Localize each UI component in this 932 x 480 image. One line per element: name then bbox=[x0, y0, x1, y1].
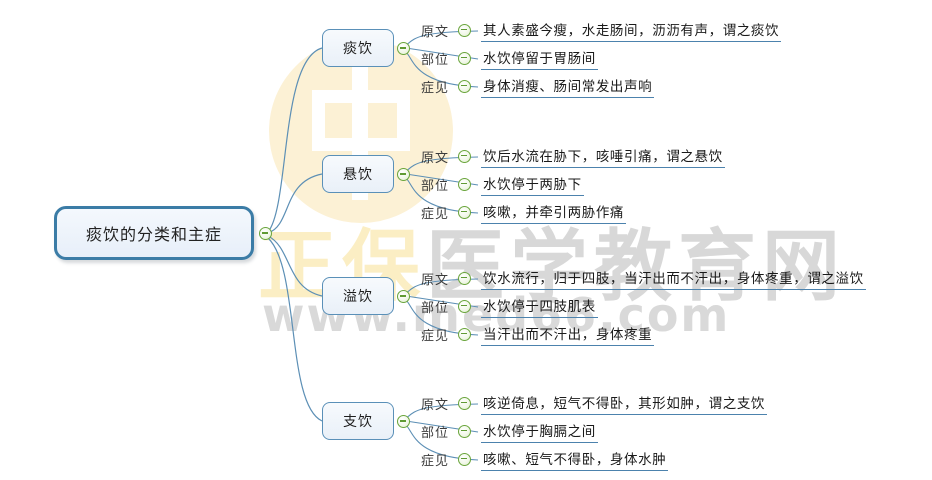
leaf-collapse-icon[interactable] bbox=[458, 299, 472, 313]
root-node[interactable]: 痰饮的分类和主症 bbox=[54, 206, 254, 260]
leaf-collapse-icon[interactable] bbox=[458, 23, 472, 37]
branch-collapse-icon-zhiyin[interactable] bbox=[397, 415, 410, 428]
leaf-row[interactable]: 原文 咳逆倚息，短气不得卧，其形如肿，谓之支饮 bbox=[421, 392, 768, 415]
leaf-label: 症见 bbox=[421, 453, 450, 469]
leaf-label: 部位 bbox=[421, 425, 450, 441]
branch-node-label: 痰饮 bbox=[343, 41, 373, 57]
root-collapse-icon[interactable] bbox=[259, 227, 272, 240]
leaf-row[interactable]: 症见 当汗出而不汗出，身体疼重 bbox=[421, 323, 655, 346]
leaf-row[interactable]: 部位 水饮停留于胃肠间 bbox=[421, 47, 598, 70]
leaf-collapse-icon[interactable] bbox=[458, 452, 472, 466]
leaf-collapse-icon[interactable] bbox=[458, 424, 472, 438]
leaf-text: 饮水流行，归于四肢，当汗出而不汗出，身体疼重，谓之溢饮 bbox=[481, 267, 866, 290]
leaf-label: 部位 bbox=[421, 52, 450, 68]
leaf-label: 原文 bbox=[421, 397, 450, 413]
branch-node-label: 悬饮 bbox=[343, 167, 373, 183]
leaf-text: 饮后水流在胁下，咳唾引痛，谓之悬饮 bbox=[481, 145, 725, 168]
leaf-row[interactable]: 症见 身体消瘦、肠间常发出声响 bbox=[421, 75, 655, 98]
leaf-collapse-icon[interactable] bbox=[458, 51, 472, 65]
branch-node-xuanyin[interactable]: 悬饮 bbox=[322, 155, 394, 193]
leaf-collapse-icon[interactable] bbox=[458, 396, 472, 410]
leaf-text: 水饮停于两胁下 bbox=[481, 173, 584, 196]
leaf-label: 原文 bbox=[421, 24, 450, 40]
leaf-label: 原文 bbox=[421, 272, 450, 288]
leaf-text: 水饮停留于胃肠间 bbox=[481, 47, 598, 70]
leaf-row[interactable]: 部位 水饮停于胸膈之间 bbox=[421, 420, 598, 443]
leaf-text: 当汗出而不汗出，身体疼重 bbox=[481, 323, 655, 346]
leaf-row[interactable]: 原文 饮后水流在胁下，咳唾引痛，谓之悬饮 bbox=[421, 145, 725, 168]
leaf-text: 咳嗽，并牵引两胁作痛 bbox=[481, 201, 627, 224]
leaf-text: 水饮停于四肢肌表 bbox=[481, 295, 598, 318]
leaf-collapse-icon[interactable] bbox=[458, 271, 472, 285]
leaf-collapse-icon[interactable] bbox=[458, 177, 472, 191]
branch-node-label: 支饮 bbox=[343, 414, 373, 430]
leaf-row[interactable]: 症见 咳嗽、短气不得卧，身体水肿 bbox=[421, 448, 669, 471]
leaf-row[interactable]: 部位 水饮停于四肢肌表 bbox=[421, 295, 598, 318]
branch-node-yiyin[interactable]: 溢饮 bbox=[322, 277, 394, 315]
branch-collapse-icon-tanyin[interactable] bbox=[397, 42, 410, 55]
branch-collapse-icon-yiyin[interactable] bbox=[397, 290, 410, 303]
leaf-collapse-icon[interactable] bbox=[458, 205, 472, 219]
leaf-row[interactable]: 原文 饮水流行，归于四肢，当汗出而不汗出，身体疼重，谓之溢饮 bbox=[421, 267, 866, 290]
leaf-row[interactable]: 症见 咳嗽，并牵引两胁作痛 bbox=[421, 201, 627, 224]
leaf-label: 症见 bbox=[421, 206, 450, 222]
branch-node-tanyin[interactable]: 痰饮 bbox=[322, 29, 394, 67]
leaf-row[interactable]: 原文 其人素盛今瘦，水走肠间，沥沥有声，谓之痰饮 bbox=[421, 19, 782, 42]
branch-collapse-icon-xuanyin[interactable] bbox=[397, 168, 410, 181]
leaf-label: 部位 bbox=[421, 178, 450, 194]
leaf-label: 原文 bbox=[421, 150, 450, 166]
leaf-text: 其人素盛今瘦，水走肠间，沥沥有声，谓之痰饮 bbox=[481, 19, 782, 42]
leaf-text: 咳嗽、短气不得卧，身体水肿 bbox=[481, 448, 669, 471]
root-node-label: 痰饮的分类和主症 bbox=[85, 225, 222, 244]
leaf-text: 身体消瘦、肠间常发出声响 bbox=[481, 75, 655, 98]
leaf-collapse-icon[interactable] bbox=[458, 327, 472, 341]
leaf-collapse-icon[interactable] bbox=[458, 79, 472, 93]
leaf-text: 水饮停于胸膈之间 bbox=[481, 420, 598, 443]
leaf-collapse-icon[interactable] bbox=[458, 149, 472, 163]
leaf-label: 症见 bbox=[421, 328, 450, 344]
leaf-row[interactable]: 部位 水饮停于两胁下 bbox=[421, 173, 584, 196]
leaf-label: 症见 bbox=[421, 80, 450, 96]
leaf-text: 咳逆倚息，短气不得卧，其形如肿，谓之支饮 bbox=[481, 392, 768, 415]
branch-node-label: 溢饮 bbox=[343, 289, 373, 305]
leaf-label: 部位 bbox=[421, 300, 450, 316]
branch-node-zhiyin[interactable]: 支饮 bbox=[322, 402, 394, 440]
